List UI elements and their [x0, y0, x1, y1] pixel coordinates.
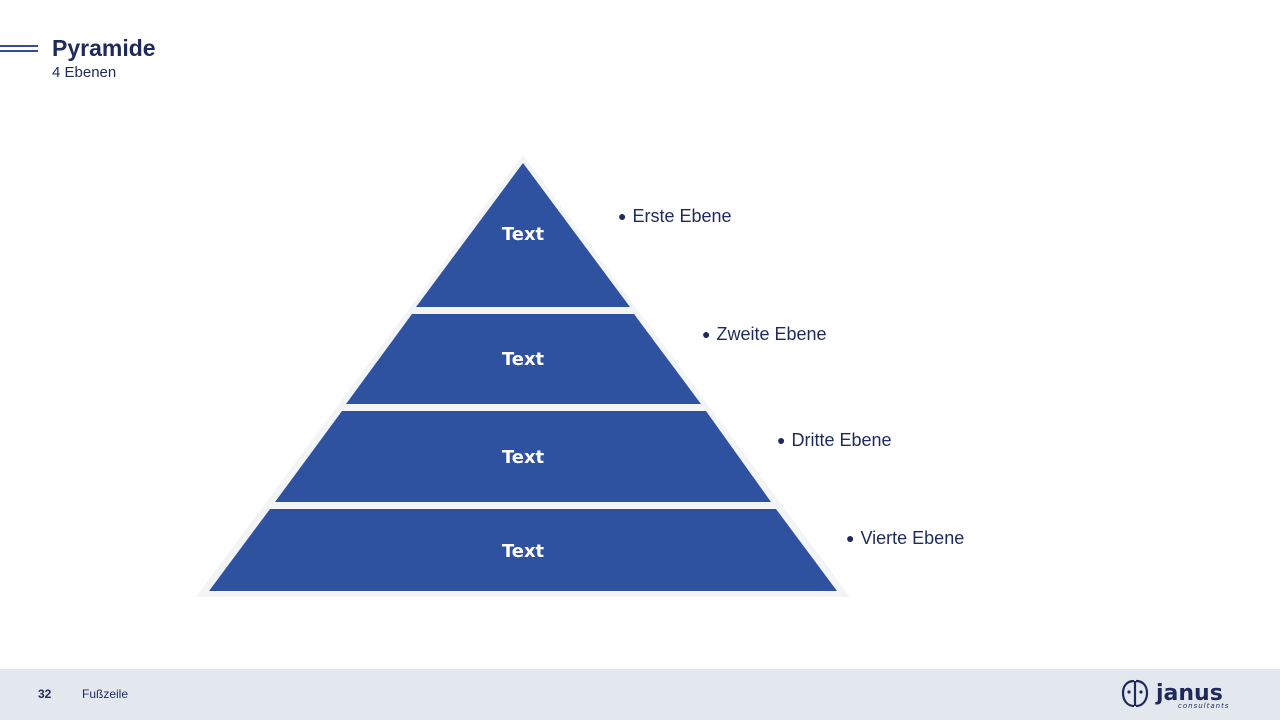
bullet-icon: ●	[846, 530, 855, 546]
level-label-text: Dritte Ebene	[791, 430, 892, 450]
logo-subtext: consultants	[1178, 702, 1229, 710]
pyramid-level-4-text: Text	[502, 541, 545, 562]
pyramid-level-1-label: ● Erste Ebene	[618, 205, 732, 227]
pyramid-level-3-shape	[275, 411, 771, 502]
logo-head-icon	[1121, 679, 1149, 708]
level-label-text: Erste Ebene	[632, 206, 732, 226]
level-label-text: Zweite Ebene	[716, 324, 827, 344]
bullet-icon: ●	[702, 326, 711, 342]
pyramid-level-1-shape	[416, 163, 630, 307]
bullet-icon: ●	[777, 432, 786, 448]
pyramid-level-4-label: ● Vierte Ebene	[846, 527, 964, 549]
pyramid-level-2-shape	[346, 314, 701, 404]
pyramid-level-3-text: Text	[502, 447, 545, 468]
accent-line-bottom	[0, 50, 38, 52]
pyramid-level-2-text: Text	[502, 349, 545, 370]
footer-text: Fußzeile	[82, 687, 129, 701]
pyramid-level-4-shape	[209, 509, 837, 591]
janus-logo: janus consultants	[1121, 679, 1229, 710]
bullet-icon: ●	[618, 208, 627, 224]
footer: 32 Fußzeile janus consultants	[0, 669, 1280, 720]
header-accent-lines	[0, 45, 38, 54]
logo-wordmark: janus	[1155, 681, 1223, 706]
page-subtitle: 4 Ebenen	[52, 64, 117, 81]
page-title: Pyramide	[52, 35, 156, 61]
page-number: 32	[38, 687, 52, 701]
pyramid-level-1-text: Text	[502, 224, 545, 245]
level-label-text: Vierte Ebene	[860, 528, 965, 548]
pyramid-level-2-label: ● Zweite Ebene	[702, 323, 827, 345]
accent-line-top	[0, 45, 38, 47]
pyramid-level-3-label: ● Dritte Ebene	[777, 429, 892, 451]
